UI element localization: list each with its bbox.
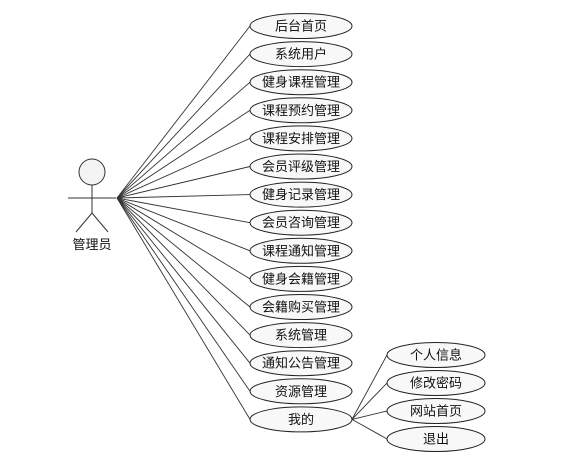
use-case-label: 会籍购买管理 — [262, 300, 340, 316]
use-case-ellipse — [249, 350, 353, 377]
sub-case-change-password: 修改密码 — [386, 370, 486, 396]
use-case-ellipse — [249, 153, 353, 180]
use-case-ellipse — [249, 41, 353, 68]
sub-case-label: 网站首页 — [410, 405, 462, 420]
sub-case-label: 退出 — [423, 433, 449, 448]
use-case-ellipse — [249, 378, 353, 405]
use-case-label: 健身会籍管理 — [262, 271, 340, 287]
association-line-member-consult — [116, 197, 251, 224]
use-case-member-rating: 会员评级管理 — [249, 153, 353, 180]
use-case-announcement: 通知公告管理 — [249, 350, 353, 377]
use-case-ellipse — [249, 13, 353, 39]
use-case-fitness-membership: 健身会籍管理 — [249, 265, 353, 292]
use-case-mine: 我的 — [249, 406, 353, 433]
use-case-ellipse — [249, 406, 353, 433]
use-case-label: 健身课程管理 — [262, 75, 340, 91]
sub-case-label: 个人信息 — [410, 348, 462, 364]
include-line-site-home — [351, 410, 388, 420]
connector-lines — [116, 25, 388, 440]
association-line-membership-purchase — [116, 197, 251, 308]
actor-left-leg — [75, 212, 93, 233]
use-case-label: 会员评级管理 — [262, 160, 340, 175]
use-case-label: 课程预约管理 — [262, 104, 340, 119]
use-case-label: 健身记录管理 — [262, 187, 340, 203]
sub-case-ellipse — [386, 370, 486, 396]
association-line-member-rating — [116, 166, 251, 199]
sub-case-site-home: 网站首页 — [386, 398, 486, 424]
use-case-resource: 资源管理 — [249, 378, 353, 405]
use-case-ellipse — [249, 69, 353, 96]
use-case-ellipse — [249, 322, 353, 349]
sub-case-label: 修改密码 — [410, 376, 462, 392]
use-case-system-user: 系统用户 — [249, 41, 353, 68]
use-case-course-booking: 课程预约管理 — [249, 97, 353, 124]
association-line-course-booking — [116, 109, 251, 199]
association-line-announcement — [116, 197, 251, 364]
use-case-ellipse — [249, 125, 353, 152]
use-case-label: 课程安排管理 — [262, 132, 340, 147]
association-line-fitness-course — [116, 81, 251, 199]
sub-case-ellipse — [386, 426, 486, 452]
use-case-label: 系统用户 — [275, 47, 327, 63]
actor-admin: 管理员 — [68, 158, 116, 253]
association-line-course-notice — [116, 197, 251, 252]
use-case-ellipse — [249, 237, 353, 264]
use-case-label: 课程通知管理 — [262, 243, 340, 259]
use-case-course-notice: 课程通知管理 — [249, 237, 353, 264]
use-case-list: 后台首页系统用户健身课程管理课程预约管理课程安排管理会员评级管理健身记录管理会员… — [249, 13, 353, 433]
use-case-label: 资源管理 — [275, 385, 327, 400]
include-line-change-password — [351, 382, 388, 420]
use-case-ellipse — [249, 181, 353, 208]
association-line-resource — [116, 197, 251, 392]
actor-label: 管理员 — [72, 238, 111, 253]
use-case-ellipse — [249, 97, 353, 124]
use-case-label: 我的 — [288, 412, 314, 428]
actor-head-icon — [78, 158, 106, 186]
use-case-label: 通知公告管理 — [262, 356, 340, 372]
use-case-label: 会员咨询管理 — [262, 216, 340, 231]
actor-right-leg — [91, 212, 109, 233]
use-case-course-schedule: 课程安排管理 — [249, 125, 353, 152]
include-line-personal-info — [351, 354, 388, 420]
sub-case-ellipse — [386, 342, 486, 368]
use-case-label: 后台首页 — [275, 20, 327, 35]
association-line-home — [116, 25, 251, 199]
use-case-member-consult: 会员咨询管理 — [249, 209, 353, 236]
association-line-system-manage — [116, 197, 251, 336]
sub-case-personal-info: 个人信息 — [386, 342, 486, 368]
use-case-fitness-record: 健身记录管理 — [249, 181, 353, 208]
association-line-fitness-membership — [116, 197, 251, 280]
use-case-ellipse — [249, 294, 353, 320]
sub-case-ellipse — [386, 398, 486, 424]
sub-case-logout: 退出 — [386, 426, 486, 452]
use-case-system-manage: 系统管理 — [249, 322, 353, 349]
use-case-home: 后台首页 — [249, 13, 353, 39]
use-case-label: 系统管理 — [275, 329, 327, 344]
association-line-course-schedule — [116, 137, 251, 199]
association-line-fitness-record — [116, 194, 251, 199]
use-case-ellipse — [249, 265, 353, 292]
use-case-ellipse — [249, 209, 353, 236]
association-line-system-user — [116, 53, 251, 199]
use-case-membership-purchase: 会籍购买管理 — [249, 294, 353, 320]
association-line-mine — [116, 197, 251, 420]
include-line-logout — [351, 419, 388, 440]
use-case-fitness-course: 健身课程管理 — [249, 69, 353, 96]
